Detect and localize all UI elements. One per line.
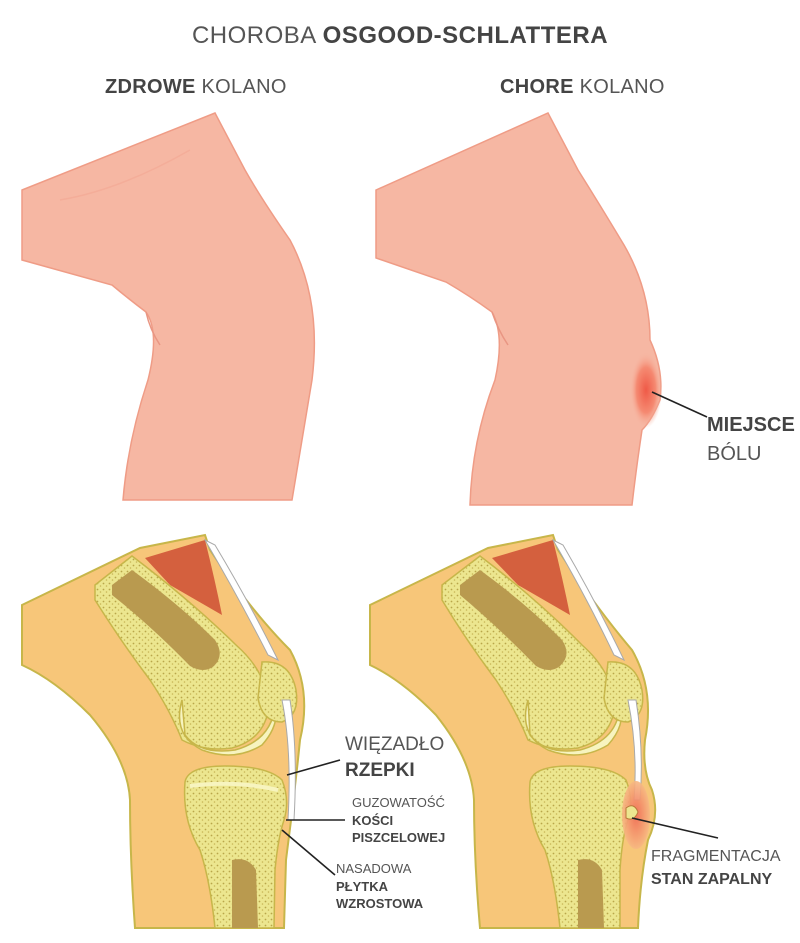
healthy-quad-tendon	[203, 538, 280, 662]
diseased-quadriceps-muscle	[492, 540, 570, 615]
pain-spot	[630, 352, 662, 428]
tuberosity-label: GUZOWATOŚĆ KOŚCI PISZCELOWEJ	[352, 795, 446, 845]
healthy-leg-skin	[21, 112, 316, 501]
diseased-tibia-marrow	[578, 859, 604, 928]
healthy-knee-cross-section	[21, 533, 345, 929]
healthy-tibia	[183, 765, 288, 929]
ligament-label: WIĘZADŁO RZEPKI	[345, 734, 445, 781]
diseased-femur-marrow	[460, 570, 567, 670]
fragmentation-label: FRAGMENTACJA STAN ZAPALNY	[651, 848, 781, 889]
healthy-knee-heading: ZDROWE KOLANO	[105, 76, 287, 98]
healthy-quadriceps-muscle	[145, 540, 222, 615]
diseased-leg-skin	[375, 112, 662, 506]
healthy-tibia-marrow	[232, 859, 258, 928]
diagram-title: CHOROBA OSGOOD-SCHLATTERA	[191, 22, 609, 49]
diseased-knee-cross-section	[369, 533, 719, 929]
healthy-femur-marrow	[112, 570, 220, 670]
pain-label: MIEJSCE BÓLU	[707, 414, 795, 465]
diseased-cartilage	[524, 699, 623, 756]
bone-fragment	[625, 805, 639, 820]
diseased-knee-heading: CHORE KOLANO	[500, 76, 665, 98]
healthy-growth-plate	[189, 781, 279, 792]
diseased-leg-illustration	[375, 112, 708, 506]
healthy-leg-illustration	[21, 112, 316, 501]
diseased-quad-tendon	[551, 538, 626, 662]
growth-plate-label: NASADOWA PŁYTKA WZROSTOWA	[336, 861, 424, 911]
healthy-cartilage	[178, 699, 277, 756]
